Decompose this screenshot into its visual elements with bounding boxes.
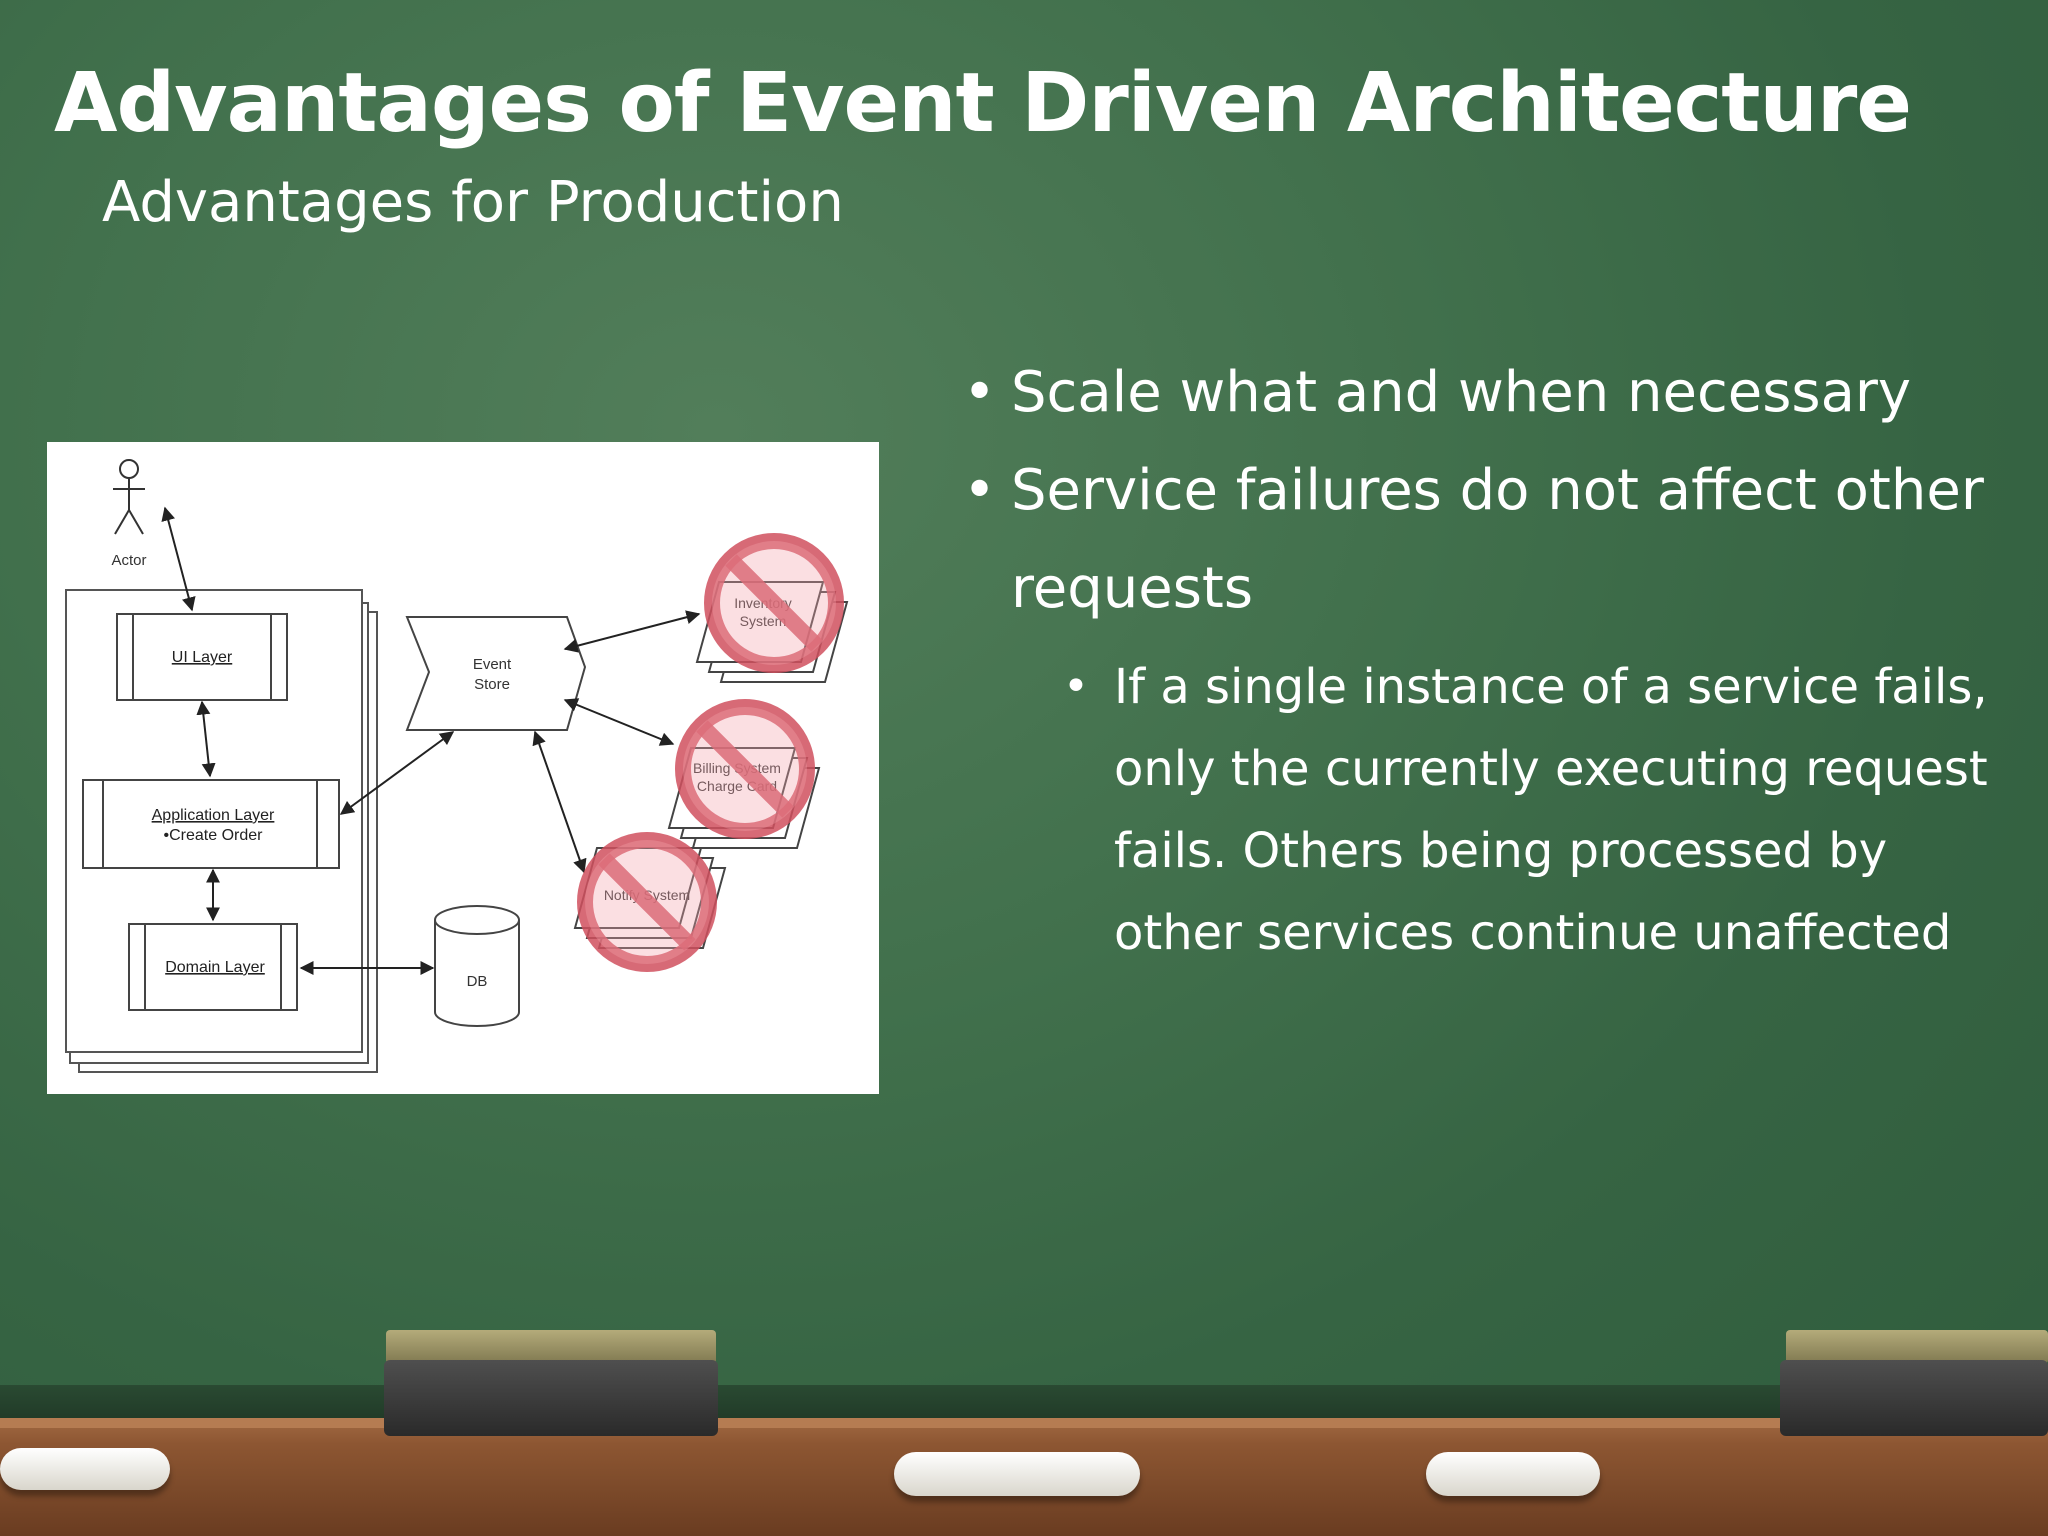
- diagram-arrows: [161, 506, 701, 975]
- slide-title: Advantages of Event Driven Architecture: [54, 56, 1912, 151]
- slide-subtitle: Advantages for Production: [102, 170, 844, 235]
- sub-bullet-text: If a single instance of a service fails,…: [1114, 659, 1988, 961]
- eraser-icon: [384, 1360, 718, 1436]
- ui-layer-box: UI Layer: [116, 613, 288, 701]
- domain-layer-label: Domain Layer: [165, 959, 265, 976]
- application-layer-label: Application Layer: [152, 807, 275, 824]
- eraser-icon: [1780, 1360, 2048, 1436]
- db-label: DB: [467, 973, 488, 990]
- architecture-diagram: Actor UI Layer Application Layer •Create…: [47, 442, 879, 1094]
- chalk-icon: [894, 1452, 1140, 1496]
- eraser-top: [1786, 1330, 2048, 1364]
- event-store-label-2: Store: [474, 676, 510, 693]
- bullet-text: Service failures do not affect other req…: [1011, 458, 1984, 621]
- db-cylinder: DB: [434, 905, 520, 1027]
- notify-system-service: Notify System: [573, 832, 727, 972]
- sub-bullet-item: • If a single instance of a service fail…: [1063, 646, 1994, 974]
- bullet-list: • Scale what and when necessary • Servic…: [960, 344, 2020, 974]
- bullet-dot-icon: •: [963, 360, 997, 425]
- bullet-dot-icon: •: [963, 458, 997, 523]
- eraser-top: [386, 1330, 716, 1364]
- chalk-tray-edge: [0, 1418, 2048, 1428]
- bullet-dot-icon: •: [1063, 661, 1089, 712]
- application-layer-box: Application Layer •Create Order: [82, 779, 340, 869]
- create-order-label: •Create Order: [164, 827, 264, 844]
- bullet-text: Scale what and when necessary: [1011, 360, 1912, 425]
- actor-label: Actor: [111, 552, 146, 569]
- event-store-shape: Event Store: [405, 616, 587, 731]
- ui-layer-label: UI Layer: [172, 649, 233, 666]
- actor-icon: [113, 459, 145, 535]
- no-sign-icon: [675, 699, 815, 839]
- event-store-label-1: Event: [473, 656, 512, 673]
- no-sign-icon: [704, 533, 844, 673]
- inventory-label-2: System: [740, 613, 787, 629]
- chalk-icon: [1426, 1452, 1600, 1496]
- domain-layer-box: Domain Layer: [128, 923, 298, 1011]
- inventory-system-service: Inventory System: [695, 533, 849, 683]
- bullet-item: • Service failures do not affect other r…: [960, 442, 2021, 638]
- no-sign-icon: [577, 832, 717, 972]
- billing-system-service: Billing System Charge Card: [667, 699, 821, 849]
- bullet-item: • Scale what and when necessary: [960, 344, 2020, 442]
- diagram-svg: Actor UI Layer Application Layer •Create…: [65, 459, 849, 1073]
- chalk-icon: [0, 1448, 170, 1490]
